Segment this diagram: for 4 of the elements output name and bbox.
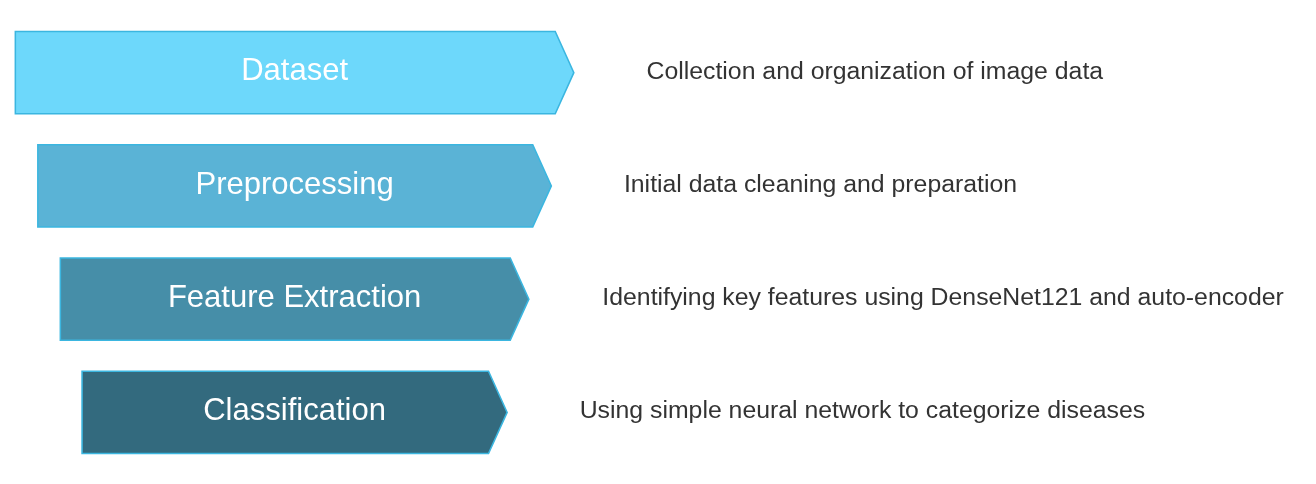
node-label: Collection and organization of image data — [646, 56, 1104, 84]
node-label: Identifying key features using DenseNet121 and auto-encoder — [602, 282, 1284, 310]
node-label: Initial data cleaning and preparation — [623, 169, 1018, 197]
node-label: Using simple neural network to categorize diseases — [579, 395, 1146, 423]
